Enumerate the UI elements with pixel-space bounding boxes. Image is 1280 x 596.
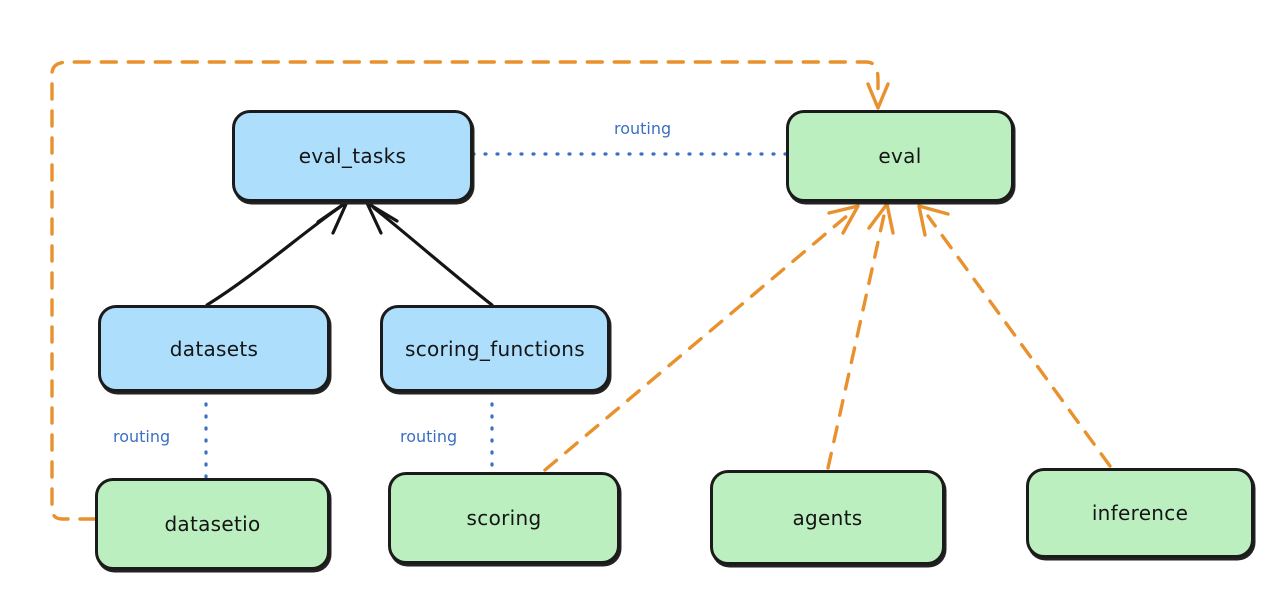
node-eval[interactable]: eval [786, 110, 1014, 202]
node-datasetio[interactable]: datasetio [95, 478, 330, 570]
node-label-eval-tasks: eval_tasks [298, 144, 407, 168]
edge-inference-to-eval [917, 204, 1112, 468]
edge-label-routing-eval: routing [614, 119, 672, 138]
node-label-eval: eval [878, 144, 922, 168]
node-label-inference: inference [1091, 501, 1189, 525]
edge-label-routing-scoring: routing [400, 427, 458, 446]
edge-label-routing-datasetio: routing [113, 427, 171, 446]
node-inference[interactable]: inference [1026, 468, 1254, 558]
node-label-datasets: datasets [169, 336, 259, 361]
edge-scoring_functions-to-eval_tasks [365, 201, 494, 307]
edge-agents-to-eval [826, 202, 895, 470]
node-eval-tasks[interactable]: eval_tasks [232, 110, 473, 202]
node-agents[interactable]: agents [710, 470, 945, 565]
node-label-scoring: scoring [466, 506, 542, 530]
node-label-scoring-functions: scoring_functions [404, 336, 586, 361]
edge-datasets-to-eval_tasks [205, 200, 349, 307]
node-scoring-functions[interactable]: scoring_functions [380, 305, 610, 392]
node-label-datasetio: datasetio [164, 512, 261, 536]
edge-datasetio-to-eval [50, 60, 890, 521]
node-label-agents: agents [792, 505, 863, 530]
node-datasets[interactable]: datasets [98, 305, 330, 392]
edge-scoring-to-eval [543, 204, 860, 472]
node-scoring[interactable]: scoring [388, 472, 620, 564]
